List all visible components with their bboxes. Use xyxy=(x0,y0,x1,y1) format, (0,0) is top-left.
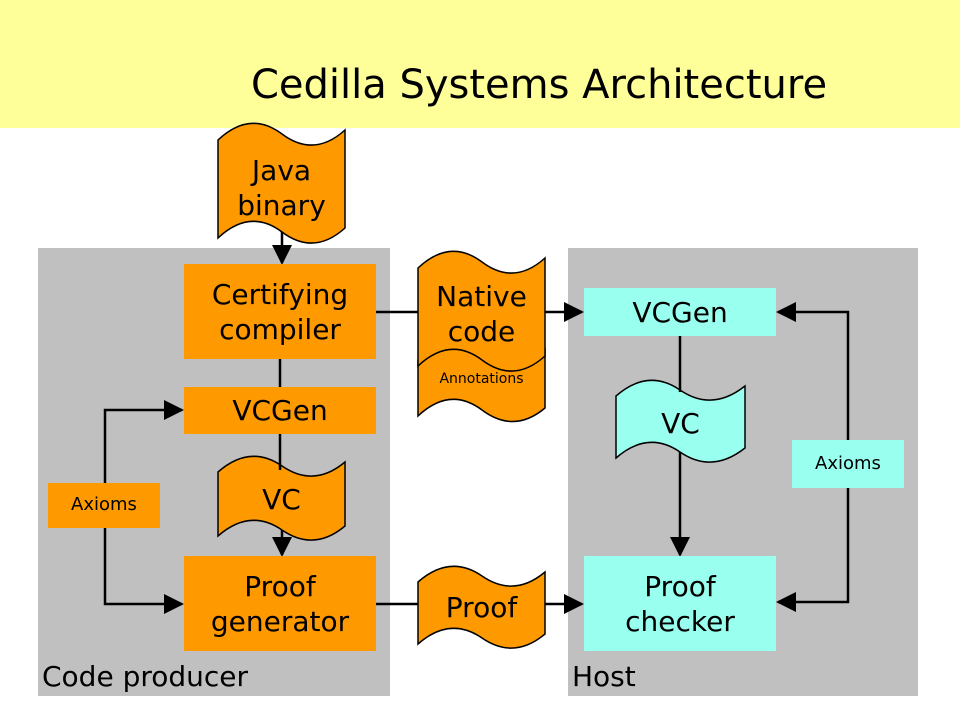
proof-checker-box: Proof checker xyxy=(584,556,776,651)
vcgen-host-box: VCGen xyxy=(584,288,776,336)
proof-document xyxy=(417,565,546,649)
vc-producer-document xyxy=(217,455,346,541)
native-code-label: Native code xyxy=(436,280,527,348)
axioms-host-box: Axioms xyxy=(792,440,904,488)
title-banner xyxy=(0,0,960,128)
vc-producer-label: VC xyxy=(262,482,301,516)
host-label: Host xyxy=(572,660,636,693)
proof-document-label: Proof xyxy=(445,590,518,624)
axioms-producer-arrow-up xyxy=(103,400,184,483)
proof-generator-box: Proof generator xyxy=(184,556,376,651)
java-binary-label: Java binary xyxy=(237,154,326,222)
native-code-document xyxy=(417,250,546,372)
axioms-producer-box: Axioms xyxy=(48,483,160,528)
code-producer-label: Code producer xyxy=(42,660,249,693)
axioms-producer-arrow-down xyxy=(103,528,184,614)
certifying-compiler-box: Certifying compiler xyxy=(184,264,376,359)
axioms-host-arrow-up xyxy=(776,302,850,440)
vc-host-label: VC xyxy=(661,406,700,440)
vc-host-document xyxy=(615,379,746,463)
java-binary-document xyxy=(217,122,346,244)
axioms-host-arrow-down xyxy=(776,488,850,612)
annotations-label: Annotations xyxy=(439,371,524,388)
page-title: Cedilla Systems Architecture xyxy=(250,62,828,108)
vcgen-producer-box: VCGen xyxy=(184,387,376,434)
